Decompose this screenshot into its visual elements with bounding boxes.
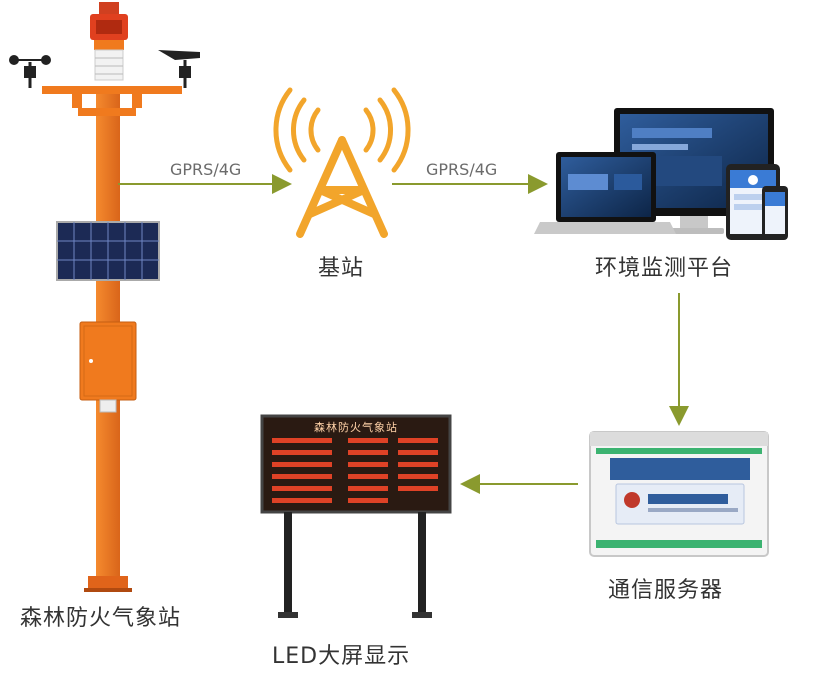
led-screen-title: 森林防火气象站 bbox=[314, 421, 398, 434]
label-weather-station: 森林防火气象站 bbox=[20, 606, 182, 631]
led-screen-rows bbox=[272, 438, 438, 503]
connection-label-station-base: GPRS/4G bbox=[170, 160, 242, 179]
communication-server-illustration bbox=[589, 431, 769, 557]
led-board-illustration bbox=[260, 414, 452, 618]
arrows bbox=[118, 174, 689, 494]
label-monitoring-platform: 环境监测平台 bbox=[595, 256, 734, 281]
weather-station-illustration bbox=[9, 2, 200, 592]
base-station-tower-icon bbox=[273, 87, 411, 238]
label-communication-server: 通信服务器 bbox=[608, 578, 724, 603]
label-led-display: LED大屏显示 bbox=[272, 644, 411, 669]
label-base-station: 基站 bbox=[318, 256, 365, 281]
connection-label-base-platform: GPRS/4G bbox=[426, 160, 498, 179]
monitoring-devices-illustration bbox=[534, 108, 788, 240]
